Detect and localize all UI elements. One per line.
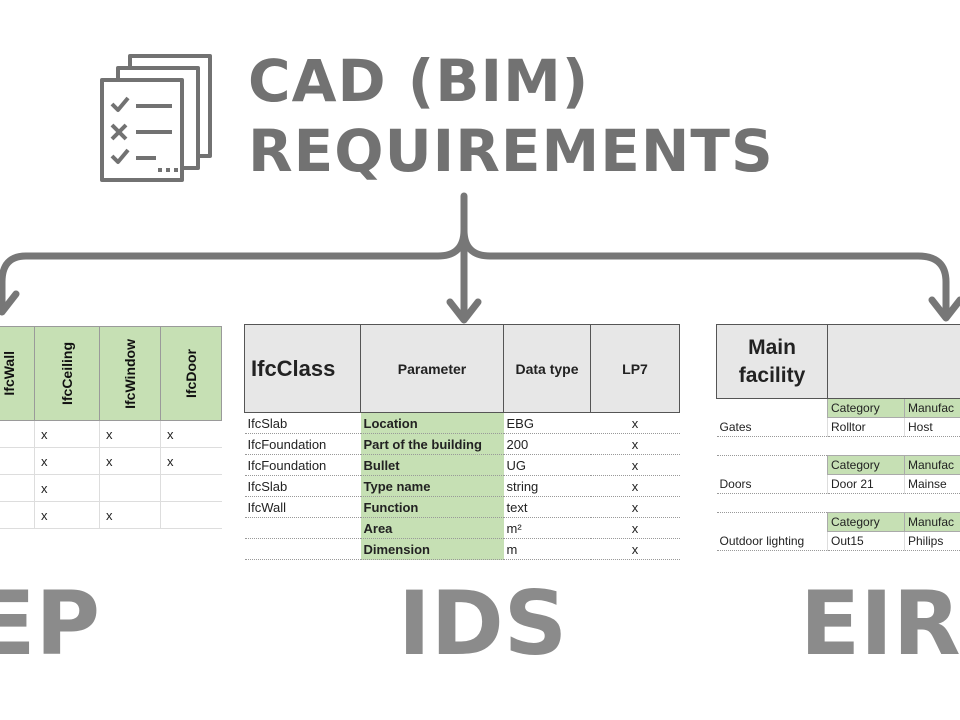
- table-row: IfcFoundation Part of the building 200 x: [244, 433, 680, 455]
- table-cell: IfcSlab: [244, 412, 361, 434]
- table-cell: Mainse: [904, 474, 960, 494]
- table-cell: Location: [360, 412, 504, 434]
- ep-table: IfcWall IfcCeiling IfcWindow IfcDoor x x…: [0, 326, 222, 529]
- col-header: IfcWindow: [122, 338, 138, 409]
- table-cell: Function: [360, 496, 504, 518]
- table-cell: Dimension: [360, 538, 504, 560]
- table-row: x x x: [0, 447, 222, 475]
- label-ep: EP: [0, 572, 100, 675]
- sub-header: Manufac: [904, 398, 960, 418]
- table-cell: [0, 475, 35, 502]
- sub-header: Manufac: [904, 455, 960, 475]
- eir-table: Main facility Ob Category Manufac Gates …: [716, 324, 960, 551]
- col-header: Parameter: [360, 324, 504, 413]
- table-row: IfcFoundation Bullet UG x: [244, 454, 680, 476]
- title-line-1: CAD (BIM): [248, 47, 590, 115]
- table-cell: Rolltor: [827, 417, 905, 437]
- table-cell: x: [160, 420, 222, 448]
- table-cell: [244, 517, 361, 539]
- col-header: IfcCeiling: [59, 341, 75, 405]
- table-row: Gates Rolltor Host: [716, 417, 960, 437]
- table-cell: text: [503, 496, 591, 518]
- table-cell: Doors: [719, 476, 752, 491]
- table-cell: Type name: [360, 475, 504, 497]
- table-cell: m²: [503, 517, 591, 539]
- label-ids: IDS: [398, 572, 568, 675]
- table-cell: IfcWall: [244, 496, 361, 518]
- sub-header: Manufac: [904, 512, 960, 532]
- sub-header: Category: [827, 455, 905, 475]
- table-cell: x: [590, 538, 680, 560]
- table-cell: x: [590, 496, 680, 518]
- table-row: IfcSlab Location EBG x: [244, 412, 680, 434]
- table-cell: Out15: [827, 531, 905, 551]
- table-cell: Bullet: [360, 454, 504, 476]
- col-header: LP7: [590, 324, 680, 413]
- label-eir: EIR/: [800, 572, 960, 675]
- table-cell: IfcFoundation: [244, 433, 361, 455]
- page-title: CAD (BIM) REQUIREMENTS: [248, 46, 774, 186]
- table-cell: x: [99, 501, 161, 529]
- table-cell: Gates: [719, 419, 752, 434]
- table-cell: x: [34, 501, 100, 529]
- table-cell: Area: [360, 517, 504, 539]
- title-line-2: REQUIREMENTS: [248, 117, 774, 185]
- table-cell: m: [503, 538, 591, 560]
- col-header: Data type: [503, 324, 591, 413]
- col-header: Main facility: [716, 324, 828, 399]
- table-cell: Host: [904, 417, 960, 437]
- table-row: Outdoor lighting Out15 Philips: [716, 531, 960, 551]
- table-row: IfcSlab Type name string x: [244, 475, 680, 497]
- table-cell: x: [160, 447, 222, 475]
- table-cell: [160, 474, 222, 502]
- table-cell: x: [590, 517, 680, 539]
- table-cell: [160, 501, 222, 529]
- table-row: Area m² x: [244, 517, 680, 539]
- col-header: IfcClass: [244, 324, 361, 413]
- table-cell: string: [503, 475, 591, 497]
- table-row: Doors Door 21 Mainse: [716, 474, 960, 494]
- table-cell: [0, 448, 35, 475]
- col-header: Ob: [827, 324, 960, 399]
- table-cell: x: [590, 475, 680, 497]
- table-cell: IfcSlab: [244, 475, 361, 497]
- table-cell: x: [590, 454, 680, 476]
- table-cell: IfcFoundation: [244, 454, 361, 476]
- table-cell: x: [34, 474, 100, 502]
- branch-arrows: [0, 192, 960, 324]
- table-cell: Part of the building: [360, 433, 504, 455]
- table-cell: [99, 474, 161, 502]
- table-cell: Philips: [904, 531, 960, 551]
- col-header: IfcDoor: [183, 349, 199, 398]
- table-cell: [0, 502, 35, 529]
- table-cell: [0, 421, 35, 448]
- ids-table: IfcClass Parameter Data type LP7 IfcSlab…: [244, 324, 680, 560]
- table-row: IfcWall Function text x: [244, 496, 680, 518]
- table-cell: Door 21: [827, 474, 905, 494]
- table-cell: [244, 538, 361, 560]
- table-cell: x: [590, 433, 680, 455]
- table-cell: x: [99, 420, 161, 448]
- sub-header: Category: [827, 398, 905, 418]
- sub-header: Category: [827, 512, 905, 532]
- table-row: x x x: [0, 420, 222, 448]
- table-row: Dimension m x: [244, 538, 680, 560]
- table-row: x: [0, 474, 222, 502]
- table-cell: Outdoor lighting: [719, 533, 805, 548]
- checklist-icon: [100, 54, 212, 182]
- table-cell: x: [34, 447, 100, 475]
- table-cell: UG: [503, 454, 591, 476]
- table-cell: x: [34, 420, 100, 448]
- table-cell: x: [99, 447, 161, 475]
- table-row: x x: [0, 501, 222, 529]
- table-cell: x: [590, 412, 680, 434]
- col-header: IfcWall: [1, 351, 17, 396]
- table-cell: 200: [503, 433, 591, 455]
- table-cell: EBG: [503, 412, 591, 434]
